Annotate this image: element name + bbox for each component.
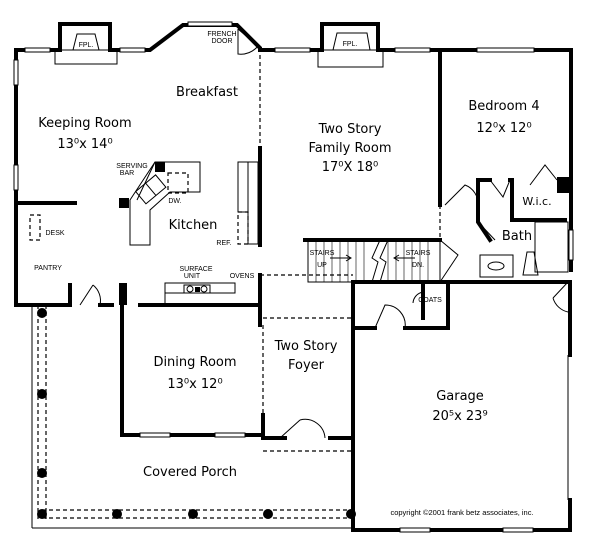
windows xyxy=(13,21,574,533)
french-door-label: FRENCH xyxy=(207,31,236,38)
stairs-up-label: UP xyxy=(317,262,327,269)
room-bath: Bath xyxy=(502,229,532,244)
covered-porch-outline xyxy=(31,305,356,529)
fpl-label: FPL. xyxy=(79,42,94,49)
fpl-label: FPL. xyxy=(343,41,358,48)
ref-label: REF. xyxy=(216,240,231,247)
fireplace-right: FPL. xyxy=(317,32,384,68)
room-foyer-line2: Foyer xyxy=(288,358,325,373)
room-garage-size: 20⁵x 23⁹ xyxy=(432,409,487,424)
desk-label: DESK xyxy=(45,230,64,237)
copyright-text: copyright ©2001 frank betz associates, i… xyxy=(390,508,533,517)
room-kitchen: Kitchen xyxy=(169,218,218,233)
serving-bar-label: BAR xyxy=(120,170,134,177)
room-keeping-room-size: 13⁰x 14⁰ xyxy=(57,137,112,152)
dw-label: DW. xyxy=(168,198,181,205)
room-breakfast: Breakfast xyxy=(176,85,238,100)
coats-label: COATS xyxy=(418,297,442,304)
surface-unit-label: UNIT xyxy=(184,273,201,280)
room-family-room-size: 17⁰X 18⁰ xyxy=(322,160,379,175)
stairs-dn-label: DN. xyxy=(412,262,424,269)
pantry-label: PANTRY xyxy=(34,265,62,272)
room-dining-room: Dining Room xyxy=(153,355,236,370)
room-foyer-line1: Two Story xyxy=(274,339,338,354)
room-wic: W.i.c. xyxy=(522,195,551,208)
room-family-room-line2: Family Room xyxy=(309,141,392,156)
serving-bar-label: SERVING xyxy=(116,163,147,170)
surface-unit-label: SURFACE xyxy=(179,266,212,273)
kitchen-fixtures xyxy=(29,161,259,305)
stairs-dn-label: STAIRS xyxy=(406,250,431,257)
fireplace-left: FPL. xyxy=(54,33,118,65)
room-family-room-line1: Two Story xyxy=(318,122,382,137)
room-dining-room-size: 13⁰x 12⁰ xyxy=(167,377,222,392)
french-door-label: DOOR xyxy=(212,38,233,45)
room-bedroom-4-size: 12⁰x 12⁰ xyxy=(476,121,531,136)
stairs xyxy=(307,239,459,283)
room-covered-porch: Covered Porch xyxy=(143,465,237,480)
room-keeping-room: Keeping Room xyxy=(38,116,131,131)
room-bedroom-4: Bedroom 4 xyxy=(468,99,539,114)
room-garage: Garage xyxy=(436,389,484,404)
ovens-label: OVENS xyxy=(230,273,255,280)
stairs-up-label: STAIRS xyxy=(310,250,335,257)
doors xyxy=(79,28,569,439)
